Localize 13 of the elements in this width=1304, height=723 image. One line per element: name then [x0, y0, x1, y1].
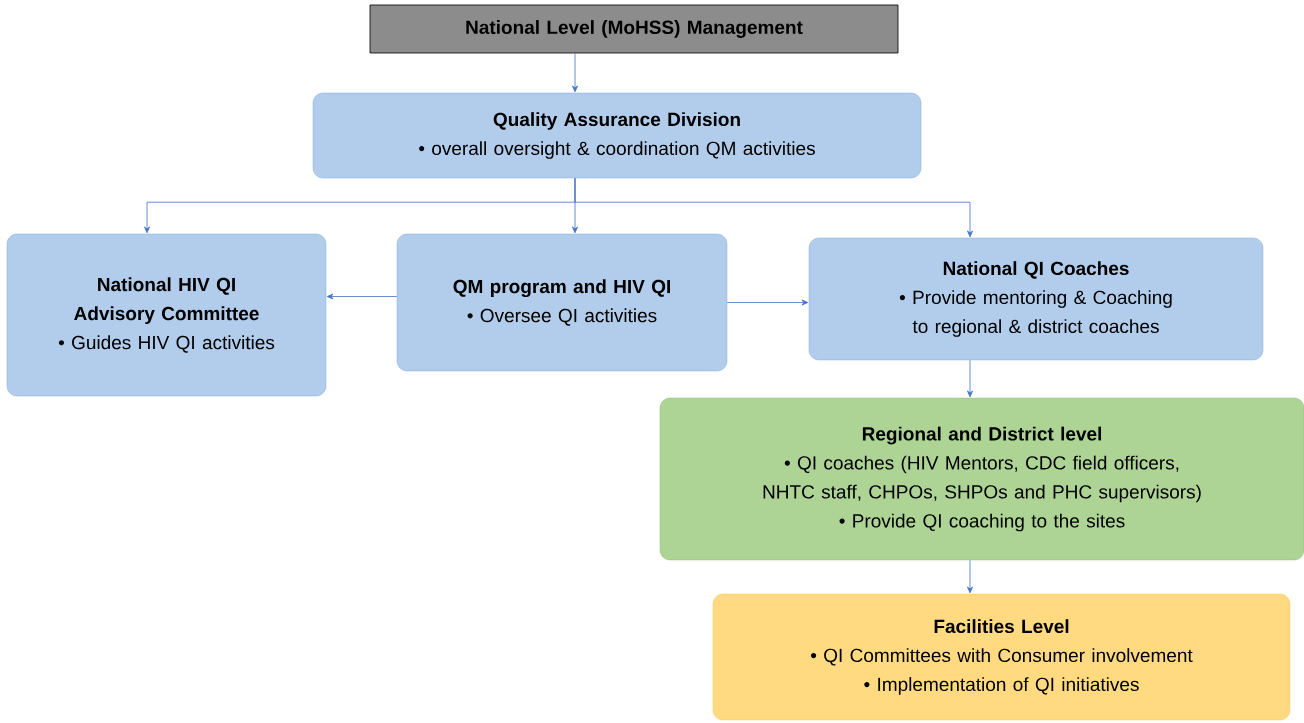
header-box: National Level (MoHSS) Management: [369, 4, 899, 54]
arrow: [967, 359, 973, 398]
process-box: Facilities Level • QI Committees with Consumer involvement • Implementation of QI initiatives: [712, 593, 1291, 721]
process-box: QM program and HIV QI • Oversee QI activities: [396, 233, 728, 372]
process-box: Regional and District level • QI coaches (HIV Mentors, CDC field officers, NHTC staff, CHPOs, SHPOs and PHC supervisors) • Provide QI coaching to the sites: [659, 397, 1304, 561]
arrow: [967, 559, 973, 594]
arrow: [326, 293, 398, 300]
process-box: National HIV QI Advisory Committee • Guides HIV QI activities: [6, 233, 327, 397]
process-box: National QI Coaches • Provide mentoring & Coaching to regional & district coaches: [808, 237, 1264, 361]
process-box: Quality Assurance Division • overall oversight & coordination QM activities: [312, 92, 922, 179]
arrow: [726, 299, 809, 306]
arrow: [572, 53, 578, 93]
arrow: [574, 177, 973, 238]
